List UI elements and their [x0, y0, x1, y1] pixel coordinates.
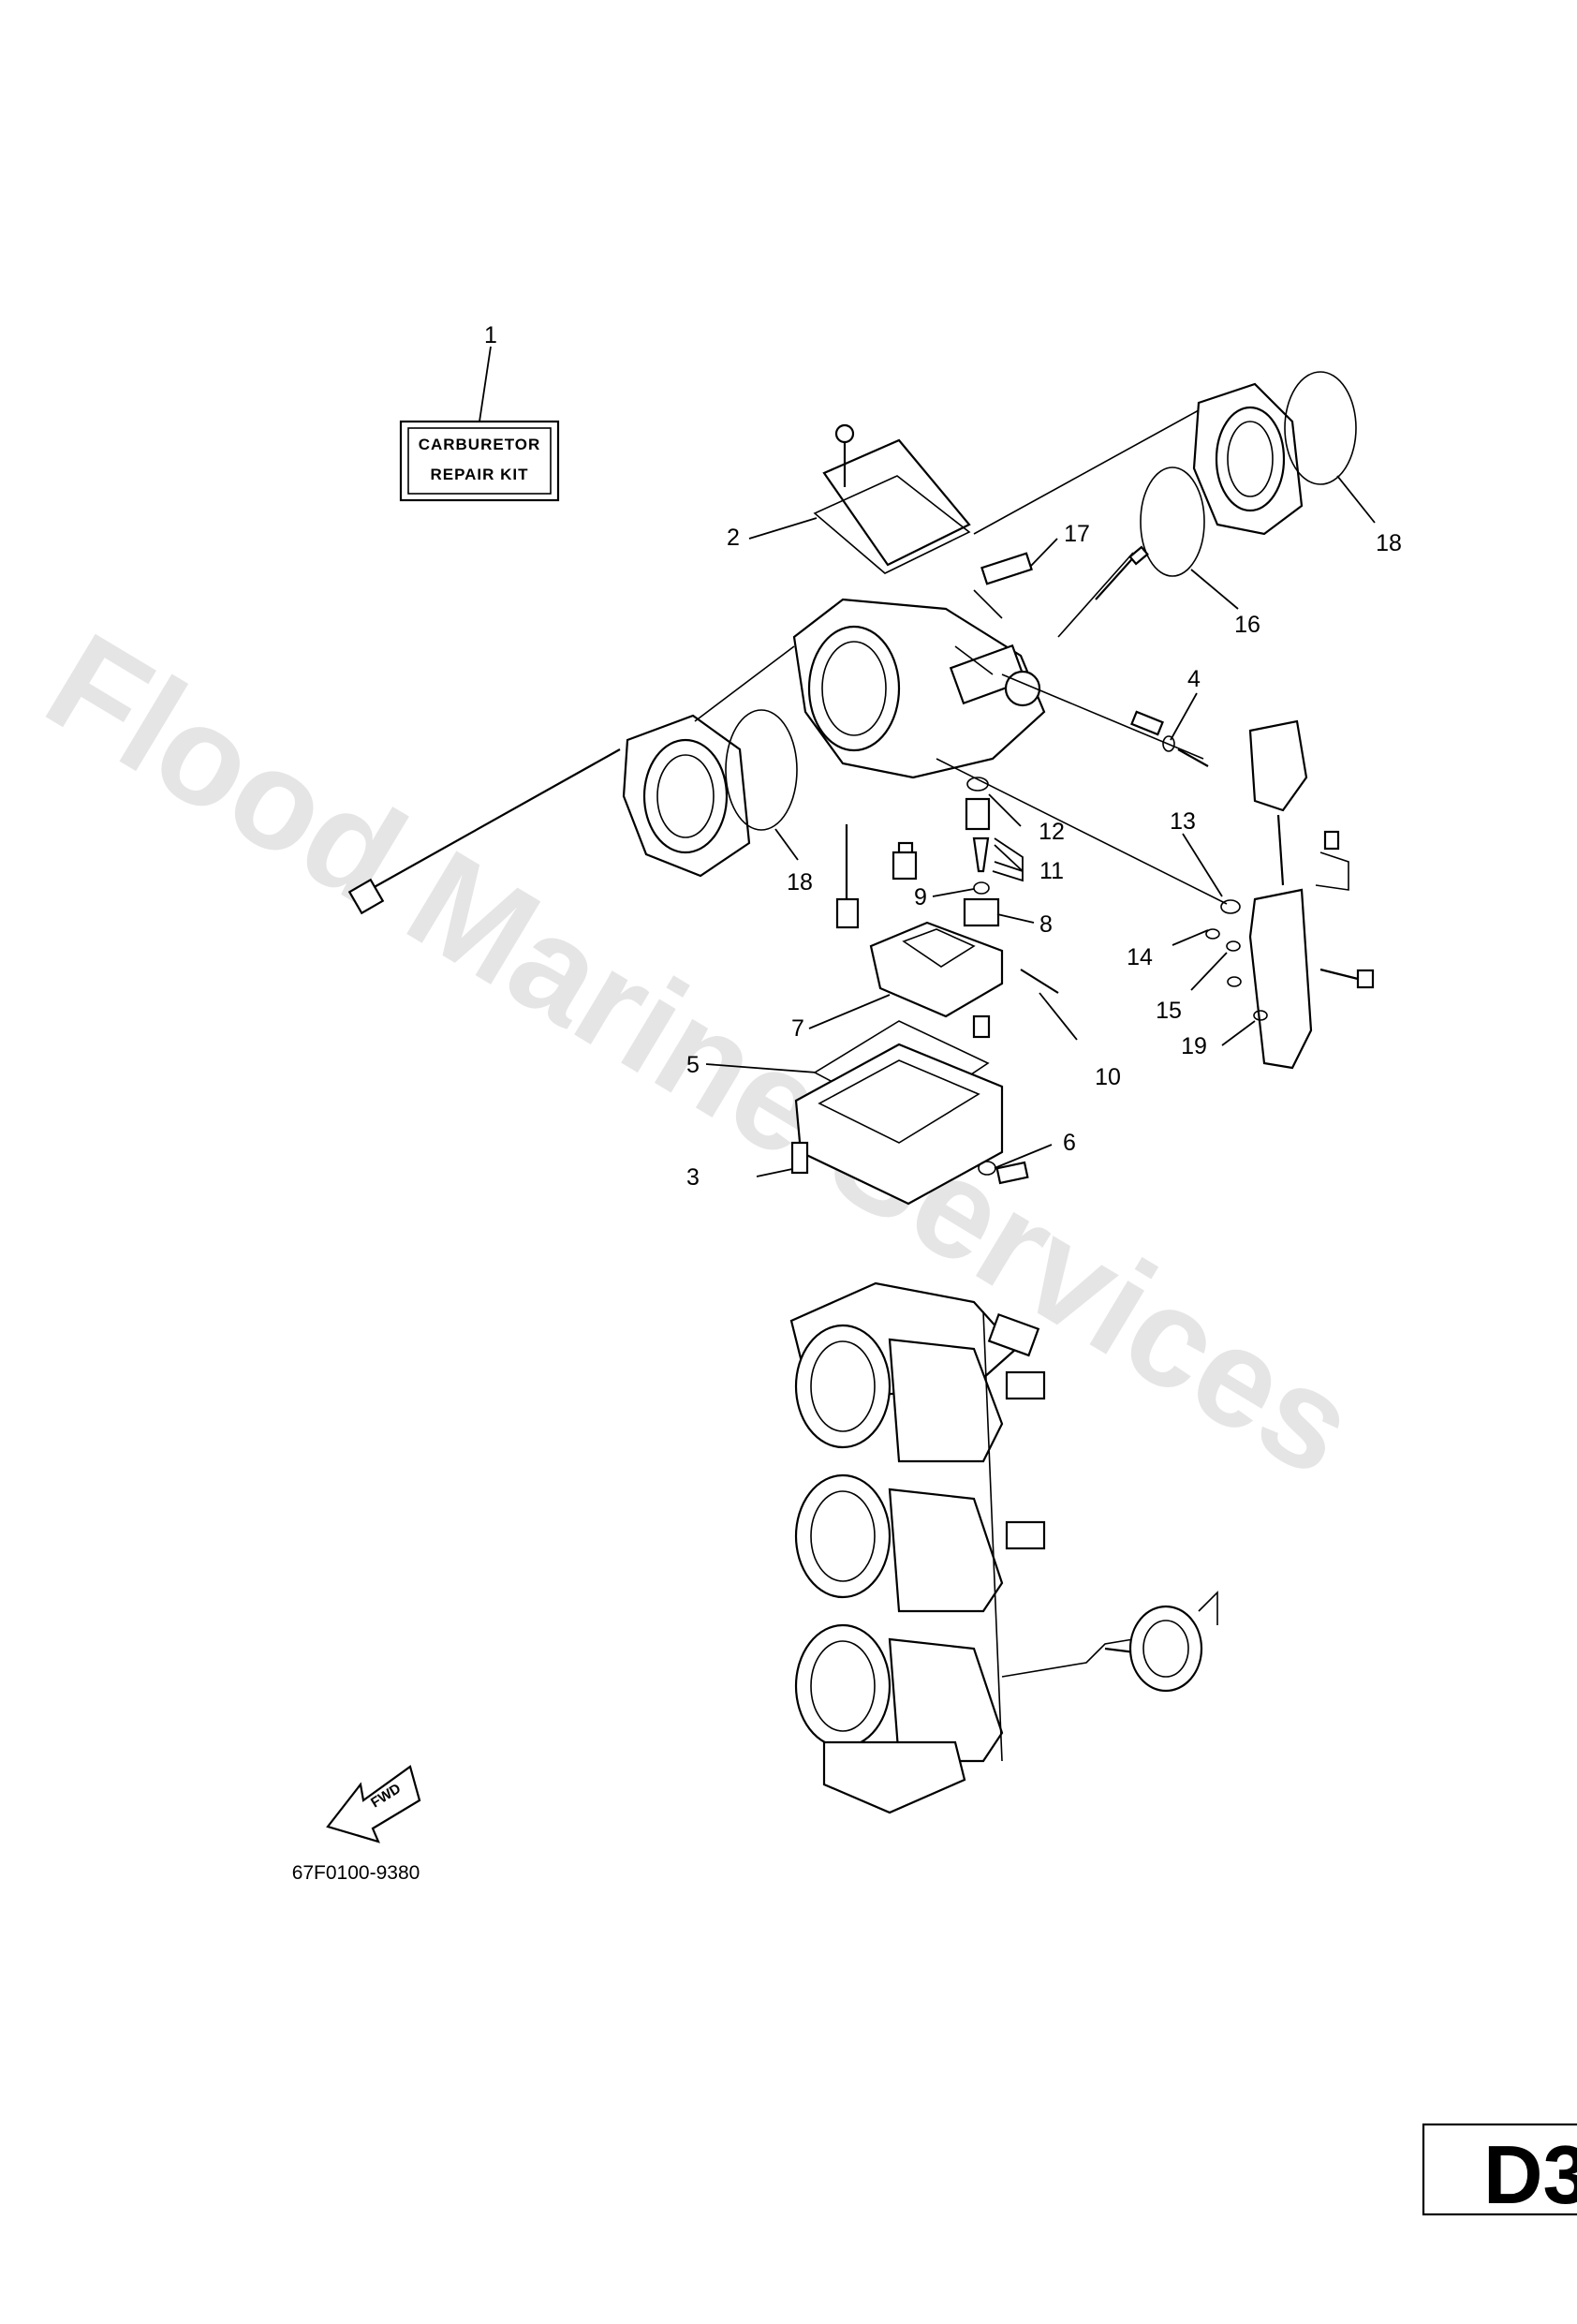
callout-9: 9 [914, 884, 927, 910]
assembled-carburetor-view [789, 1281, 1218, 1814]
repair-kit-line1: CARBURETOR [419, 436, 541, 453]
page-id: D3 [1483, 2128, 1577, 2221]
callout-6: 6 [1063, 1130, 1076, 1156]
forward-direction-arrow: FWD [326, 1765, 421, 1843]
callout-16: 16 [1234, 612, 1260, 638]
callout-15: 15 [1156, 998, 1182, 1024]
carburetor-exploded-view [347, 371, 1375, 1206]
callout-19: 19 [1181, 1033, 1207, 1059]
callout-2: 2 [727, 525, 740, 551]
callout-8: 8 [1039, 911, 1053, 938]
callout-13: 13 [1170, 808, 1196, 835]
callout-7: 7 [791, 1015, 804, 1042]
repair-kit-label: CARBURETOR REPAIR KIT [399, 420, 560, 502]
callout-11: 11 [1039, 858, 1064, 884]
diagram-part-code: 67F0100-9380 [292, 1862, 420, 1884]
callout-18-right: 18 [1376, 530, 1402, 556]
callout-12: 12 [1039, 819, 1065, 845]
callout-3: 3 [686, 1164, 700, 1191]
callout-numbers: 1 2 3 4 5 6 7 8 9 10 11 12 13 14 15 16 1… [484, 322, 1402, 1191]
callout-1: 1 [484, 322, 497, 348]
callout-10: 10 [1095, 1064, 1121, 1090]
callout-14: 14 [1127, 944, 1153, 970]
leader-lines [479, 346, 1376, 1177]
callout-17: 17 [1064, 521, 1090, 547]
callout-5: 5 [686, 1052, 700, 1078]
repair-kit-line2: REPAIR KIT [430, 466, 528, 483]
callout-4: 4 [1187, 666, 1201, 692]
page-id-box: D3 [1422, 2123, 1577, 2221]
callout-18-left: 18 [787, 869, 813, 896]
